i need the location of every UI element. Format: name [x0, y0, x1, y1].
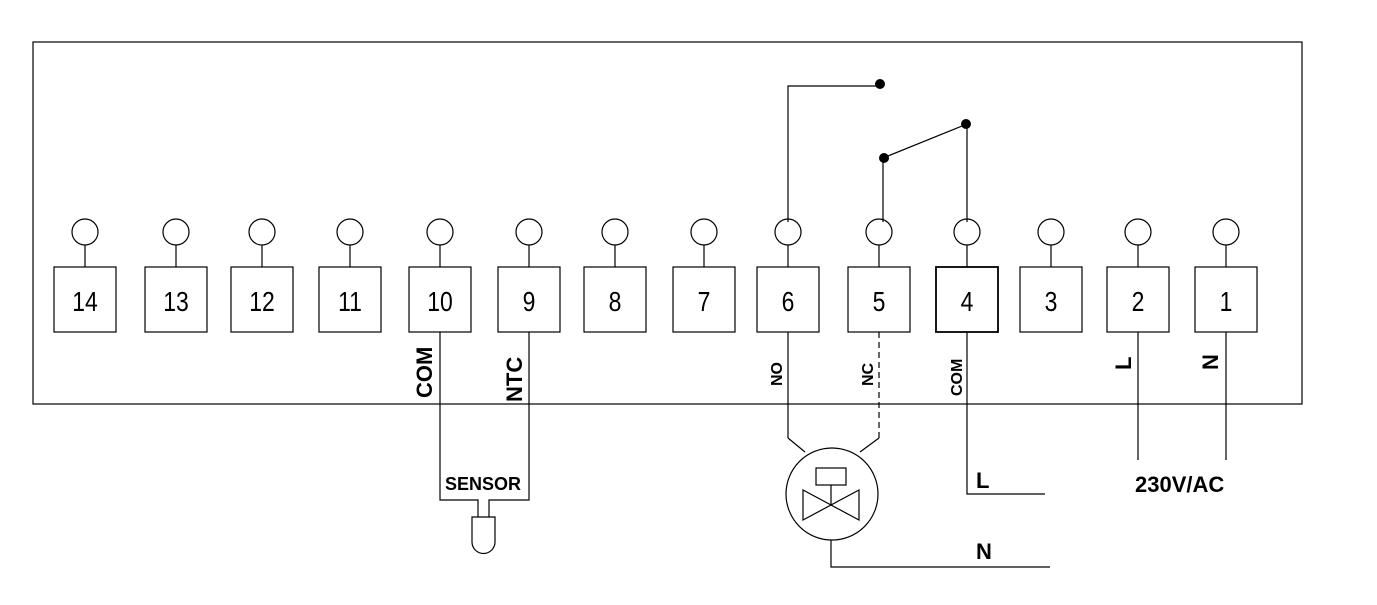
- relay-com-contact: [961, 119, 971, 129]
- terminal-number: 9: [523, 287, 536, 318]
- terminal-number: 5: [873, 287, 886, 318]
- label-voltage: 230V/AC: [1135, 472, 1224, 497]
- label-nc: NC: [860, 362, 877, 386]
- terminal-number: 3: [1045, 287, 1058, 318]
- terminal-6: 6: [756, 218, 820, 333]
- terminal-box: [144, 266, 208, 333]
- terminal-8: 8: [583, 218, 647, 333]
- relay-no-contact: [875, 79, 885, 89]
- terminal-screw-icon: [601, 218, 629, 246]
- terminal-screw-icon: [515, 218, 543, 246]
- terminal-screw-icon: [162, 218, 190, 246]
- terminal-screw-icon: [1124, 218, 1152, 246]
- relay-no-wire: [787, 85, 880, 222]
- label-n-supply: N: [1198, 354, 1223, 370]
- valve-wiring: [787, 332, 1050, 568]
- label-l-valve: L: [976, 468, 989, 493]
- terminal-box: [1019, 266, 1083, 333]
- terminal-number: 8: [609, 287, 622, 318]
- terminal-box: [583, 266, 647, 333]
- terminal-number: 14: [72, 287, 98, 318]
- terminal-screw-icon: [426, 218, 454, 246]
- terminal-screw-icon: [1037, 218, 1065, 246]
- terminal-number: 7: [698, 287, 711, 318]
- terminal-9: 9: [497, 218, 561, 333]
- terminal-screw-icon: [248, 218, 276, 246]
- terminal-1: 1: [1194, 218, 1258, 333]
- label-n-valve: N: [976, 539, 992, 564]
- terminal-number: 11: [338, 287, 362, 318]
- label-com-relay: COM: [949, 359, 966, 396]
- terminal-number: 2: [1132, 287, 1145, 318]
- terminal-box: [672, 266, 736, 333]
- label-no: NO: [769, 362, 786, 386]
- terminal-5: 5: [847, 218, 911, 333]
- terminal-7: 7: [672, 218, 736, 333]
- relay-switch: [787, 85, 968, 222]
- sensor-wiring: [439, 332, 530, 555]
- terminal-screw-icon: [1212, 218, 1240, 246]
- terminal-screw-icon: [690, 218, 718, 246]
- terminal-screw-icon: [865, 218, 893, 246]
- terminal-11: 11: [318, 218, 382, 333]
- label-ntc: NTC: [502, 357, 527, 402]
- terminal-3: 3: [1019, 218, 1083, 333]
- terminal-screw-icon: [774, 218, 802, 246]
- terminal-13: 13: [144, 218, 208, 333]
- terminal-number: 10: [427, 287, 453, 318]
- terminal-number: 1: [1220, 287, 1233, 318]
- terminal-14: 14: [53, 218, 117, 333]
- terminal-number: 6: [782, 287, 795, 318]
- relay-switch-arm: [882, 123, 968, 159]
- terminal-screw-icon: [336, 218, 364, 246]
- label-sensor: SENSOR: [445, 474, 521, 494]
- terminal-number: 4: [961, 287, 974, 318]
- terminal-screw-icon: [71, 218, 99, 246]
- label-l-supply: L: [1111, 357, 1136, 370]
- three-way-valve-icon: [785, 447, 879, 541]
- terminal-2: 2: [1106, 218, 1170, 333]
- terminal-strip: 14 13 12 11 10 9 8 7 6 5 4 3 2 1: [53, 218, 1258, 333]
- relay-nc-contact: [879, 153, 889, 163]
- supply-wiring: [1137, 332, 1227, 460]
- terminal-box: [318, 266, 382, 333]
- terminal-number: 12: [249, 287, 275, 318]
- terminal-4: 4: [935, 218, 999, 333]
- sensor-probe-icon: [471, 516, 496, 555]
- terminal-screw-icon: [953, 218, 981, 246]
- terminal-box: [53, 266, 117, 333]
- terminal-10: 10: [408, 218, 472, 333]
- terminal-box: [230, 266, 294, 333]
- terminal-number: 13: [163, 287, 189, 318]
- label-com-sensor: COM: [412, 347, 437, 398]
- controller-housing: [32, 41, 1303, 405]
- terminal-12: 12: [230, 218, 294, 333]
